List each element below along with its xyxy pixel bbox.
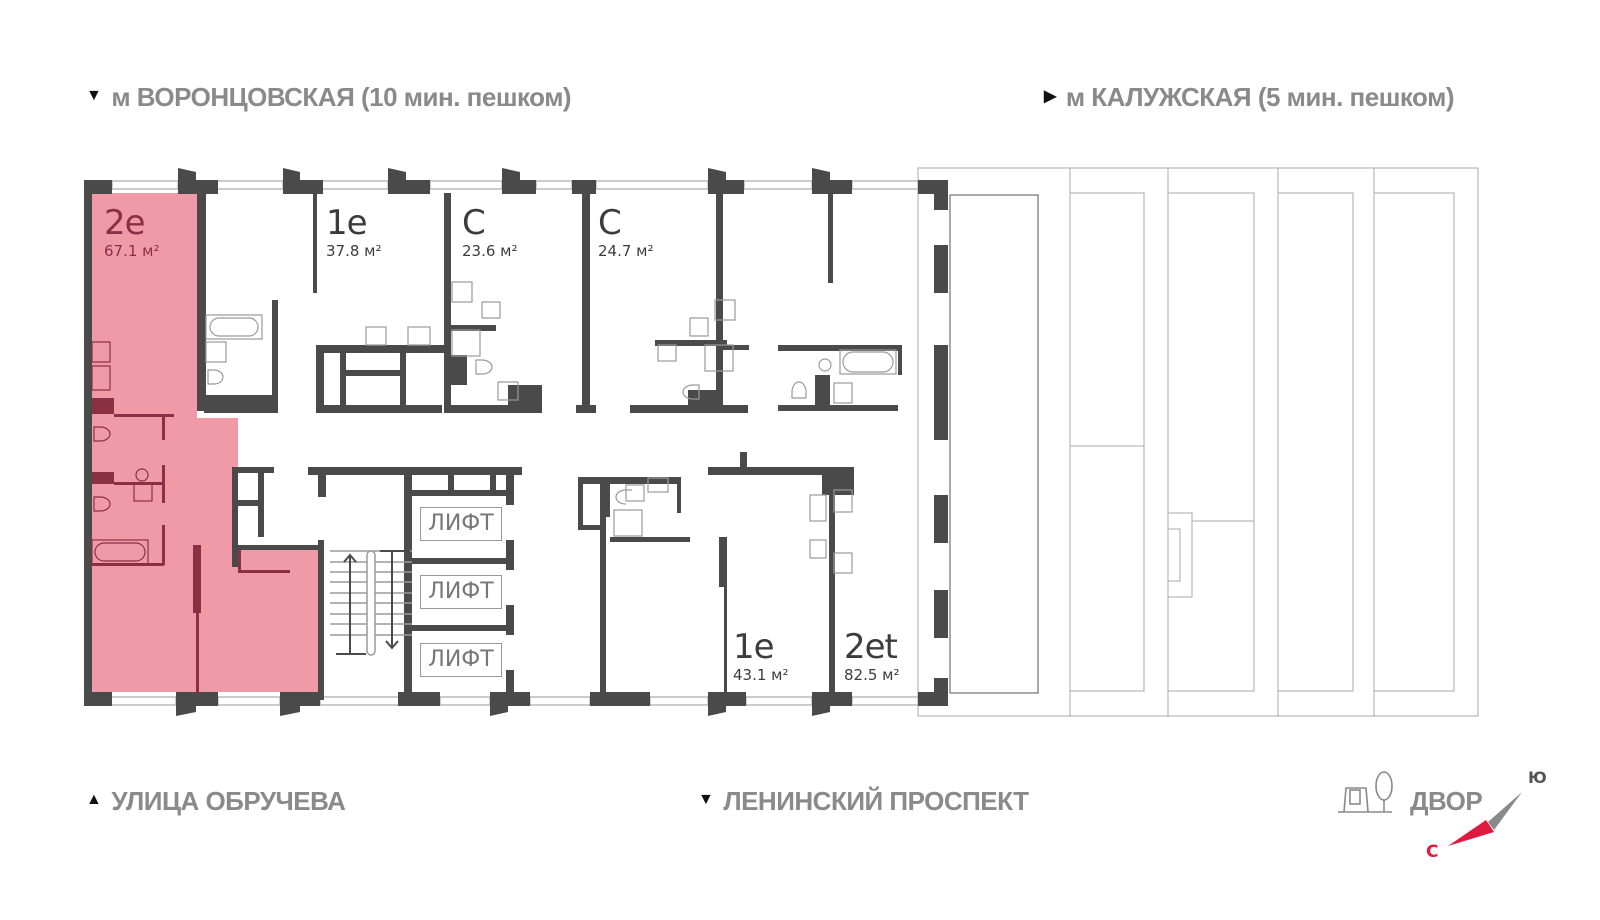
- direction-voronts: ▼ м ВОРОНЦОВСКАЯ (10 мин. пешком): [86, 82, 572, 113]
- walls: [84, 168, 948, 716]
- windows-bottom: [91, 696, 919, 706]
- direction-obrucheva: ▲ УЛИЦА ОБРУЧЕВА: [86, 786, 346, 817]
- unit-2et[interactable]: 2et 82.5 м²: [844, 630, 900, 683]
- unit-2e[interactable]: 2e 67.1 м²: [104, 206, 160, 259]
- direction-text: м ВОРОНЦОВСКАЯ (10 мин. пешком): [111, 82, 572, 112]
- unit-area: 82.5 м²: [844, 666, 900, 684]
- direction-courtyard: ДВОР: [1410, 786, 1483, 817]
- direction-text: ЛЕНИНСКИЙ ПРОСПЕКТ: [723, 786, 1029, 816]
- fixtures-2e: [91, 341, 153, 565]
- stair-arrows-icon: [336, 550, 410, 655]
- unit-code: 2et: [844, 627, 898, 667]
- direction-text: ДВОР: [1410, 786, 1483, 816]
- unit-code: 2e: [104, 203, 146, 243]
- unit-code: С: [598, 203, 622, 243]
- unit-area: 37.8 м²: [326, 242, 382, 260]
- neighbor-building: [917, 167, 1479, 717]
- unit-2e-fill[interactable]: [92, 193, 318, 692]
- unit-c-24[interactable]: С 24.7 м²: [598, 206, 654, 259]
- direction-text: м КАЛУЖСКАЯ (5 мин. пешком): [1065, 82, 1455, 112]
- unit-area: 24.7 м²: [598, 242, 654, 260]
- compass-icon: [1448, 792, 1522, 846]
- unit-area: 67.1 м²: [104, 242, 160, 260]
- direction-kaluzh: ▶ м КАЛУЖСКАЯ (5 мин. пешком): [1044, 82, 1454, 113]
- direction-text: УЛИЦА ОБРУЧЕВА: [111, 786, 346, 816]
- unit-c-23[interactable]: С 23.6 м²: [462, 206, 518, 259]
- unit-code: С: [462, 203, 486, 243]
- courtyard-icon: [1338, 771, 1393, 813]
- lift-2: ЛИФТ: [420, 575, 502, 609]
- arrow-down-icon: ▼: [86, 87, 102, 105]
- direction-leninsky: ▼ ЛЕНИНСКИЙ ПРОСПЕКТ: [698, 786, 1029, 817]
- unit-code: 1e: [733, 627, 775, 667]
- unit-code: 1e: [326, 203, 368, 243]
- lift-3: ЛИФТ: [420, 643, 502, 677]
- unit-1e-top[interactable]: 1e 37.8 м²: [326, 206, 382, 259]
- compass-north-label: С: [1426, 842, 1439, 862]
- unit-1e-bottom[interactable]: 1e 43.1 м²: [733, 630, 789, 683]
- arrow-right-icon: ▶: [1044, 88, 1056, 106]
- arrow-up-icon: ▲: [86, 791, 102, 809]
- compass-south-label: Ю: [1528, 768, 1547, 787]
- arrow-down-icon: ▼: [698, 791, 714, 809]
- staircase: [330, 550, 412, 656]
- fixtures: [205, 281, 897, 574]
- lift-1: ЛИФТ: [420, 507, 502, 541]
- unit-area: 43.1 м²: [733, 666, 789, 684]
- unit-area: 23.6 м²: [462, 242, 518, 260]
